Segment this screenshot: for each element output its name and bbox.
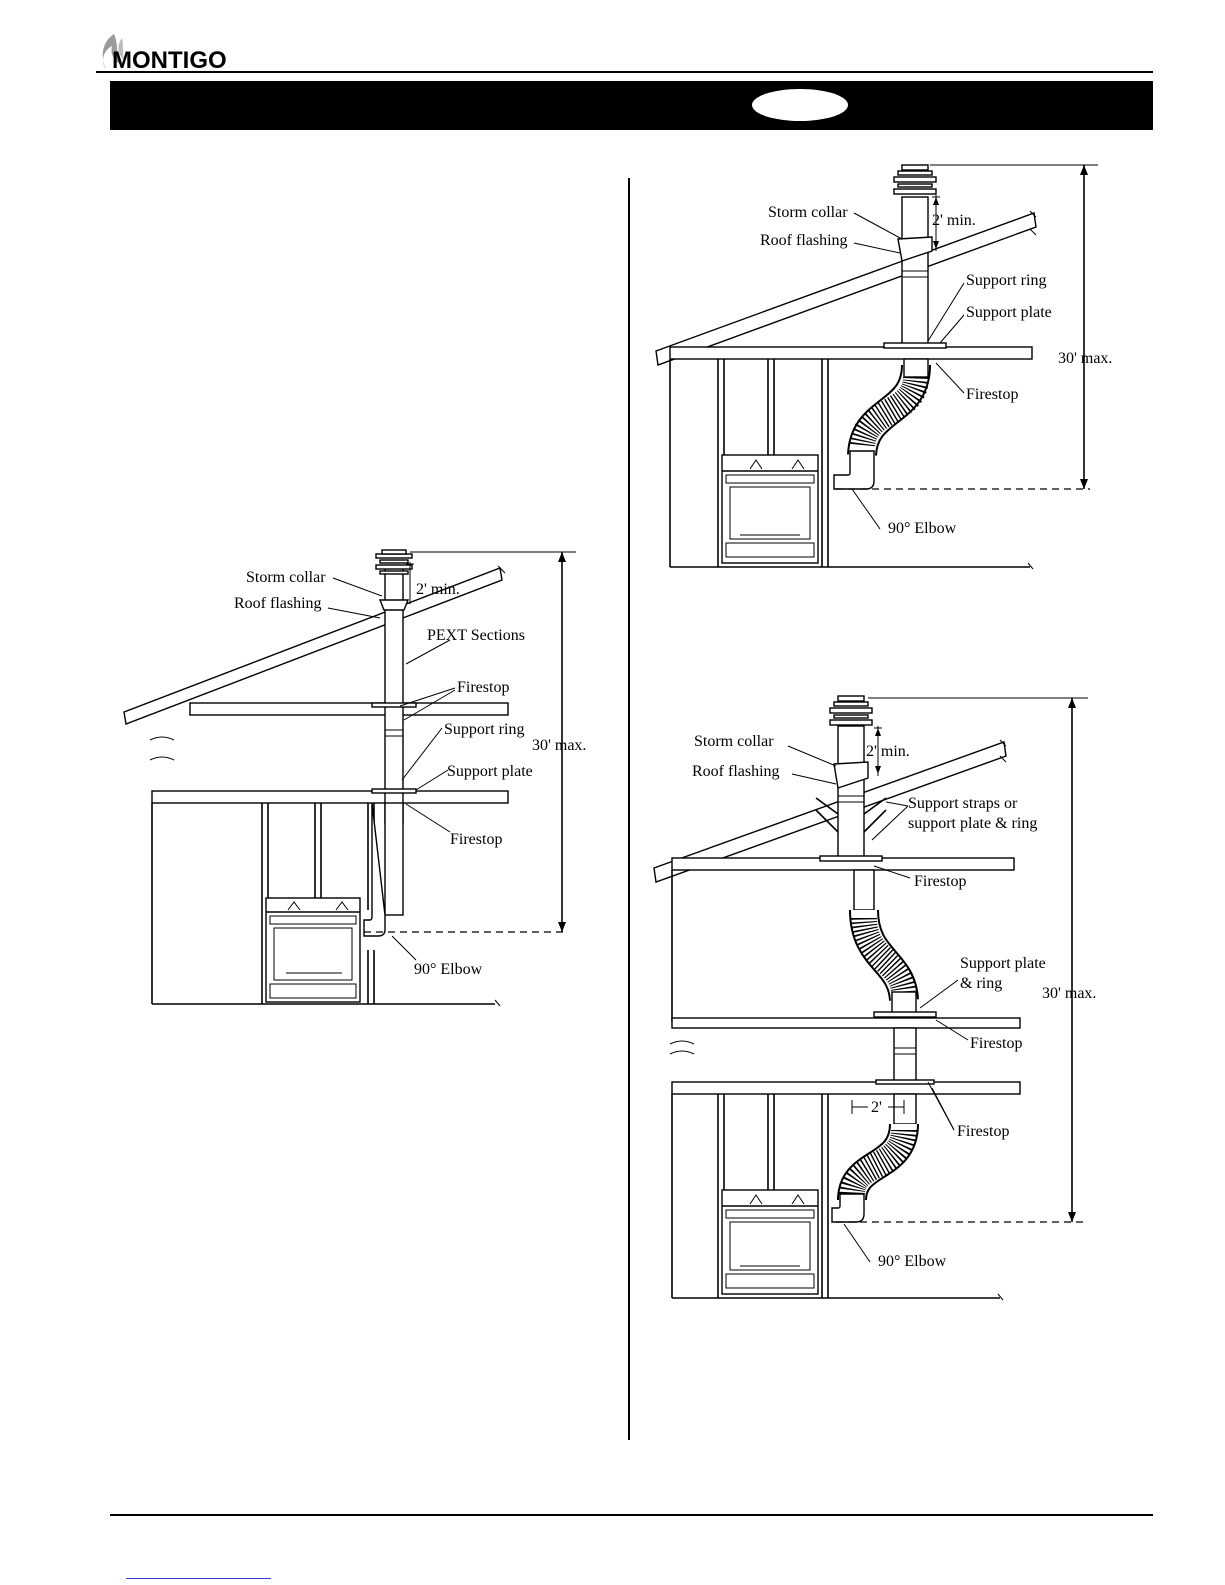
storm-collar bbox=[833, 761, 869, 789]
fireplace-unit bbox=[721, 454, 819, 564]
label-pext-sections: PEXT Sections bbox=[427, 627, 525, 644]
brand-name: MONTIGO bbox=[112, 47, 227, 74]
header-page-tab bbox=[752, 89, 848, 121]
label-firestop-upper: Firestop bbox=[457, 679, 509, 696]
footer-link-underline[interactable] bbox=[126, 1578, 271, 1579]
diagram-vertical-vent-two-storey: Storm collar Roof flashing 2' min. Suppo… bbox=[653, 695, 1096, 1301]
label-storm-collar: Storm collar bbox=[246, 569, 326, 586]
support-plate bbox=[883, 342, 947, 349]
label-ninety-elbow: 90° Elbow bbox=[888, 520, 957, 537]
label-storm-collar: Storm collar bbox=[694, 733, 774, 750]
label-storm-collar: Storm collar bbox=[768, 204, 848, 221]
vent-pipe bbox=[837, 725, 865, 859]
ceiling-joist bbox=[669, 346, 1033, 360]
footer-rule bbox=[110, 1514, 1153, 1516]
label-firestop: Firestop bbox=[966, 386, 1018, 403]
label-thirty-max: 30' max. bbox=[532, 737, 586, 754]
label-roof-flashing: Roof flashing bbox=[692, 763, 780, 780]
lower-ceiling-joist bbox=[151, 790, 509, 804]
upper-ceiling-joist bbox=[189, 702, 509, 716]
label-two-min: 2' min. bbox=[866, 743, 910, 760]
label-firestop-lower: Firestop bbox=[450, 831, 502, 848]
support-plate-top bbox=[819, 855, 883, 862]
label-support-plate: Support plate bbox=[966, 304, 1052, 321]
label-support-plate: Support plate bbox=[960, 955, 1046, 972]
label-and-ring: & ring bbox=[960, 975, 1002, 992]
storm-collar bbox=[897, 236, 933, 262]
ninety-elbow bbox=[363, 802, 386, 937]
roof-deck bbox=[653, 741, 1007, 883]
second-floor-joist bbox=[671, 1017, 1021, 1029]
roof-deck bbox=[123, 567, 503, 725]
label-firestop-middle: Firestop bbox=[970, 1035, 1022, 1052]
ninety-elbow bbox=[833, 450, 875, 490]
label-firestop-upper: Firestop bbox=[914, 873, 966, 890]
label-support-ring: Support ring bbox=[966, 272, 1046, 289]
label-support-ring: Support ring bbox=[444, 721, 524, 738]
storm-collar bbox=[378, 599, 410, 611]
diagram-vertical-vent-offset-attic: Storm collar Roof flashing 2' min. Suppo… bbox=[655, 164, 1112, 570]
label-roof-flashing: Roof flashing bbox=[234, 595, 322, 612]
diagram-vertical-vent-straight: Storm collar Roof flashing 2' min. PEXT … bbox=[123, 549, 586, 1007]
montigo-flame-logo bbox=[102, 34, 124, 70]
label-support-plate-ring: support plate & ring bbox=[908, 815, 1037, 832]
fireplace-unit bbox=[721, 1189, 819, 1295]
label-thirty-max: 30' max. bbox=[1058, 350, 1112, 367]
label-ninety-elbow: 90° Elbow bbox=[878, 1253, 947, 1270]
label-thirty-max: 30' max. bbox=[1042, 985, 1096, 1002]
ninety-elbow bbox=[831, 1193, 865, 1223]
label-firestop-lower: Firestop bbox=[957, 1123, 1009, 1140]
support-plate-mid bbox=[873, 1011, 937, 1018]
header-rule bbox=[96, 71, 1153, 73]
label-ninety-elbow: 90° Elbow bbox=[414, 961, 483, 978]
column-divider bbox=[628, 178, 630, 1440]
vent-pipe bbox=[901, 196, 929, 348]
fireplace-unit bbox=[265, 897, 361, 1003]
lower-ceiling-joist bbox=[671, 1081, 1021, 1095]
label-two-offset: 2' bbox=[871, 1099, 882, 1116]
label-roof-flashing: Roof flashing bbox=[760, 232, 848, 249]
label-support-plate: Support plate bbox=[447, 763, 533, 780]
section-header-bar bbox=[110, 81, 1153, 130]
label-two-min: 2' min. bbox=[932, 212, 976, 229]
label-two-min: 2' min. bbox=[416, 581, 460, 598]
